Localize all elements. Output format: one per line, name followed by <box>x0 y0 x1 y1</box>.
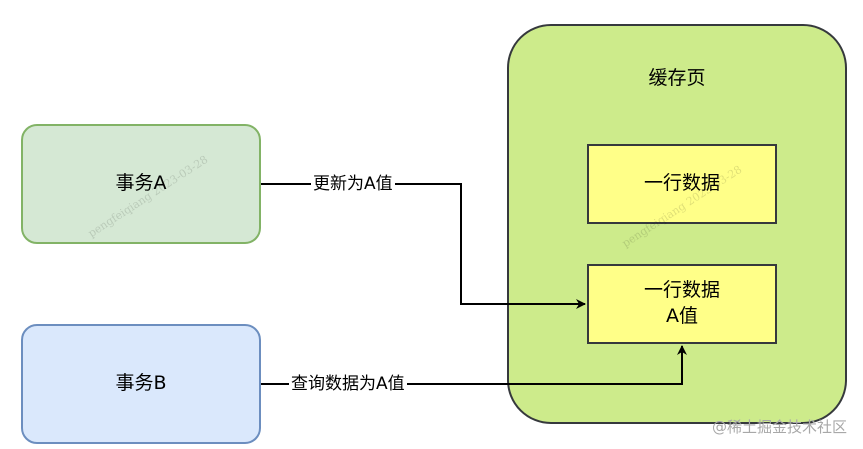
update-arrow <box>261 183 586 309</box>
update-edge-label: 更新为A值 <box>311 174 395 194</box>
transaction-b-label: 事务B <box>115 372 167 395</box>
footer-watermark: @稀土掘金技术社区 <box>711 418 847 436</box>
cache-page-title: 缓存页 <box>648 67 706 89</box>
cache-page-container: 缓存页 <box>507 24 847 424</box>
transaction-b-node: 事务B <box>21 324 261 444</box>
data-row-1-label: 一行数据 <box>643 172 720 195</box>
data-row-2-value: A值 <box>666 305 698 327</box>
query-edge-label: 查询数据为A值 <box>289 374 407 394</box>
transaction-a-node: 事务A <box>21 124 261 244</box>
data-row-1: 一行数据 <box>587 144 777 224</box>
transaction-a-label: 事务A <box>115 172 167 195</box>
data-row-2: 一行数据 A值 <box>587 264 777 344</box>
data-row-2-label: 一行数据 <box>643 279 720 302</box>
